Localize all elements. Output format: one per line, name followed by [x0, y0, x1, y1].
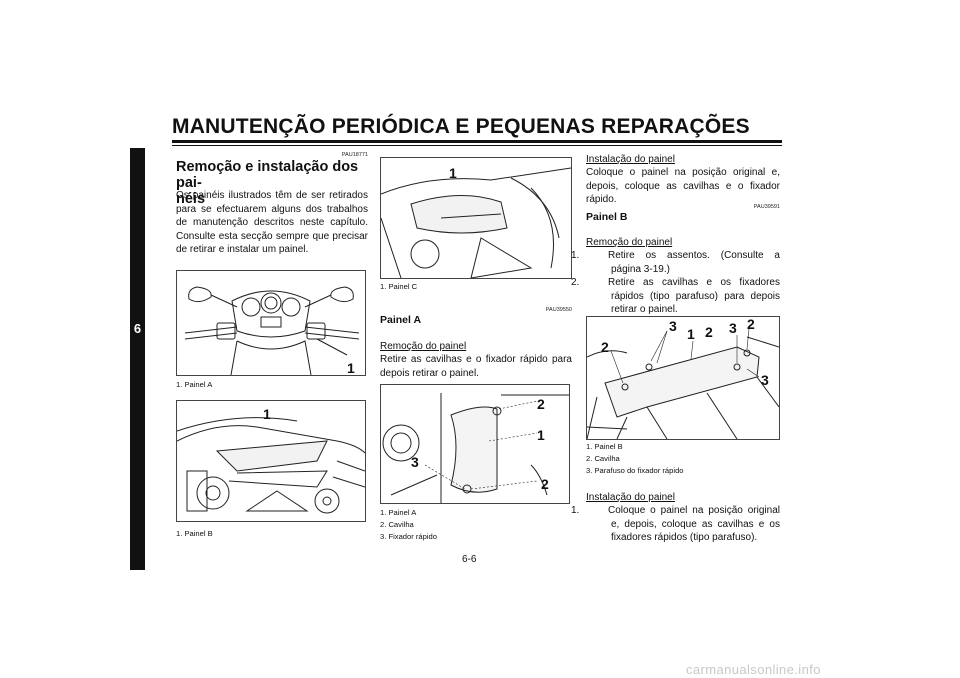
callout-2: 2 [747, 317, 755, 332]
install-text: Coloque o painel na posição original e, … [586, 167, 780, 206]
removal-label: Remoção do painel [380, 341, 467, 352]
install-label: Instalação do painel [586, 492, 675, 503]
install-steps: 1.Coloque o painel na posição original e… [571, 504, 780, 545]
header-rule [172, 140, 782, 143]
figure-panel-b-detail: 3 1 2 3 2 2 3 [586, 316, 780, 440]
callout-1: 1 [537, 427, 545, 443]
figure-caption-2: 2. Cavilha [586, 454, 620, 463]
figure-caption: 1. Painel C [380, 282, 418, 291]
side-panel-illustration [177, 417, 365, 514]
figure-panel-a-handlebar: 1 [176, 270, 366, 376]
callout-3: 3 [729, 320, 737, 336]
figure-callouts: 2 1 3 2 [411, 396, 549, 492]
figure-caption-3: 3. Parafuso do fixador rápido [586, 466, 684, 475]
page-title: MANUTENÇÃO PERIÓDICA E PEQUENAS REPARAÇÕ… [172, 115, 750, 138]
callout-3: 3 [669, 318, 677, 334]
figure-caption-1: 1. Painel A [380, 508, 417, 517]
callout-1: 1 [687, 326, 695, 342]
figure-callouts: 1 [347, 360, 355, 375]
callout-2: 2 [541, 476, 549, 492]
figure-callouts: 3 1 2 3 2 2 3 [601, 317, 769, 388]
figure-callouts: 1 [263, 406, 271, 422]
list-item: 1.Coloque o painel na posição original e… [571, 505, 780, 544]
callout-1: 1 [263, 406, 271, 422]
removal-label: Remoção do painel [586, 237, 673, 248]
figure-panel-c: 1 [380, 157, 572, 279]
callout-2: 2 [537, 396, 545, 412]
callout-3: 3 [411, 454, 419, 470]
header-rule-thin [172, 145, 782, 146]
list-item: 2.Retire as cavilhas e os fixadores rápi… [571, 277, 780, 316]
callout-1: 1 [347, 360, 355, 375]
panel-a-detail-illustration [382, 393, 569, 503]
removal-text: Retire as cavilhas e o fixador rápido pa… [380, 354, 572, 379]
figure-caption-3: 3. Fixador rápido [380, 532, 437, 541]
callout-2: 2 [705, 324, 713, 340]
callout-1: 1 [449, 165, 457, 181]
subsection-heading: Painel A [380, 314, 422, 326]
subsection-heading: Painel B [586, 211, 628, 223]
figure-caption: 1. Painel A [176, 380, 213, 389]
panel-c-illustration [381, 167, 571, 278]
chapter-tab [130, 148, 145, 570]
panel-b-detail-illustration [587, 328, 779, 439]
figure-caption-1: 1. Painel B [586, 442, 623, 451]
figure-callouts: 1 [449, 165, 457, 181]
chapter-tab-number: 6 [133, 321, 142, 336]
callout-2: 2 [601, 339, 609, 355]
install-label: Instalação do painel [586, 154, 675, 165]
watermark: carmanualsonline.info [686, 662, 821, 677]
figure-panel-b-side: 1 [176, 400, 366, 522]
figure-caption-2: 2. Cavilha [380, 520, 414, 529]
section-heading-line2: néis [176, 191, 206, 207]
removal-steps: 1.Retire os assentos. (Consulte a página… [571, 249, 780, 317]
list-item: 1.Retire os assentos. (Consulte a página… [571, 250, 780, 275]
intro-paragraph: Os painéis ilustrados têm de ser retirad… [176, 190, 368, 256]
section-code: PAU39550 [545, 307, 572, 313]
callout-3: 3 [761, 372, 769, 388]
handlebar-illustration [184, 286, 360, 375]
figure-panel-a-detail: 2 1 3 2 [380, 384, 570, 504]
section-code: PAU39591 [753, 204, 780, 210]
section-heading-line1: Remoção e instalação dos pai- [176, 159, 359, 191]
page-number: 6-6 [462, 554, 477, 565]
section-code: PAU18771 [341, 152, 368, 158]
figure-caption: 1. Painel B [176, 529, 213, 538]
section-heading: Remoção e instalação dos pai- néis [176, 159, 376, 207]
